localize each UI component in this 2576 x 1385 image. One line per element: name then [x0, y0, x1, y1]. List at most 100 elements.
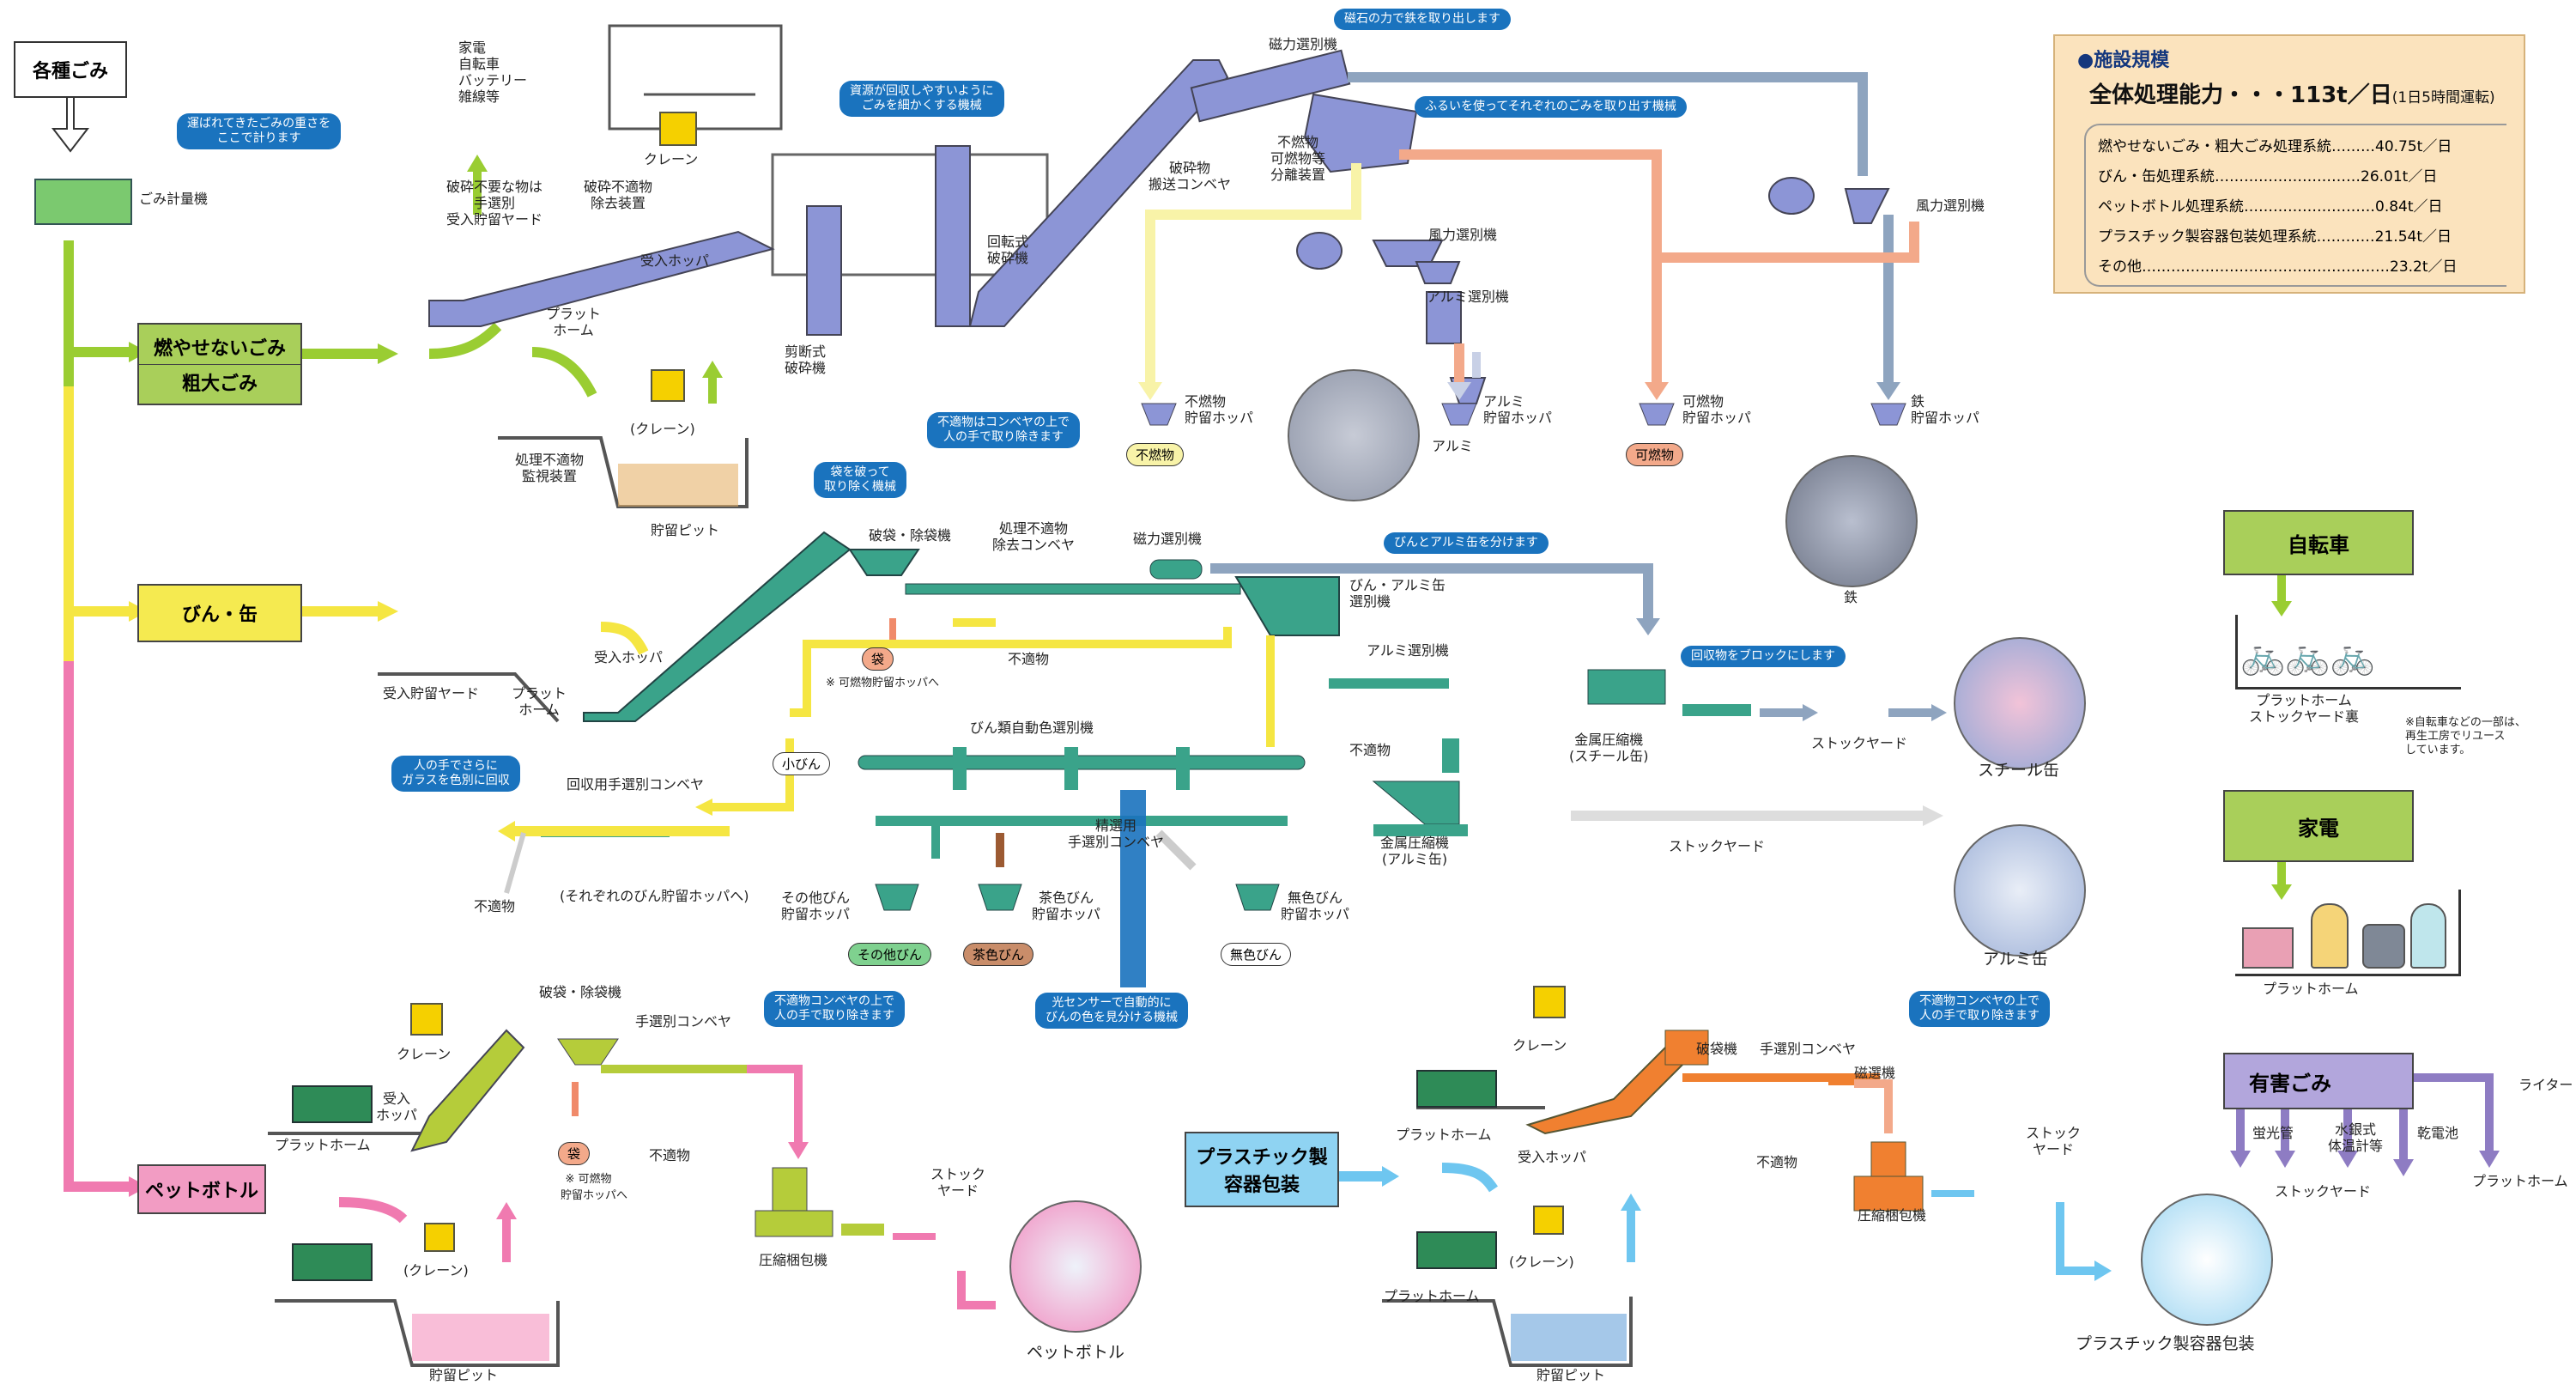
- callout-plastic-unfit: 不適物コンベヤの上で 人の手で取り除きます: [1909, 991, 2050, 1027]
- crane-icon-6: [1533, 1206, 1564, 1235]
- shear-crusher: [806, 205, 842, 336]
- s1-magnet: 磁力選別機: [1269, 36, 1338, 52]
- rotary-crusher: [935, 145, 971, 327]
- spec-heading: ●施設規模: [2077, 50, 2170, 71]
- badge-brown-bottle: 茶色びん: [963, 943, 1034, 966]
- facility-scale-box: ●施設規模 全体処理能力・・・113t／日(1日5時間運転) 燃やせないごみ・粗…: [2053, 34, 2525, 294]
- s3-stock: ストック ヤード: [930, 1166, 986, 1199]
- bicycle-caption: プラットホーム ストックヤード裏: [2249, 692, 2360, 725]
- s3-hopper: 受入 ホッパ: [376, 1090, 418, 1123]
- s4-crane2: (クレーン): [1509, 1254, 1574, 1270]
- spec-capacity-note: (1日5時間運転): [2391, 89, 2495, 106]
- hazardous-title: 有害ごみ: [2249, 1071, 2331, 1096]
- s2-hopper: 受入ホッパ: [594, 649, 664, 665]
- s2-hopper-clear: 無色びん 貯留ホッパ: [1281, 890, 1350, 922]
- category-bottles-cans: びん・缶: [137, 584, 302, 642]
- s2-hand-conveyor: 回収用手選別コンベヤ: [567, 776, 705, 793]
- s1-crane2: (クレーン): [630, 421, 695, 437]
- s2-fine-conveyor: 精選用 手選別コンベヤ: [1068, 817, 1165, 850]
- s1-appliance-list: 家電 自転車 バッテリー 雑線等: [458, 39, 528, 105]
- s2-hopper-brown: 茶色びん 貯留ホッパ: [1032, 890, 1101, 922]
- s1-hopper-nonburn: 不燃物 貯留ホッパ: [1185, 393, 1254, 426]
- hazardous-battery: 乾電池: [2417, 1125, 2459, 1141]
- spec-row: ペットボトル処理系統………………………0.84t／日: [2098, 198, 2443, 216]
- receiving-conveyor: [428, 230, 775, 327]
- s4-press: 圧縮梱包機: [1858, 1207, 1927, 1224]
- callout-weigh: 運ばれてきたごみの重さを ここで計ります: [177, 113, 342, 149]
- callout-hand: 人の手でさらに ガラスを色別に回収: [391, 756, 520, 792]
- photo-steel-can: [1954, 637, 2086, 769]
- s4-hopper: 受入ホッパ: [1518, 1149, 1587, 1165]
- callout-pet-unfit: 不適物コンベヤの上で 人の手で取り除きます: [764, 991, 905, 1027]
- s2-unfit2: 不適物: [1349, 742, 1391, 758]
- spec-row: びん・缶処理系統…………………………26.01t／日: [2098, 168, 2438, 185]
- photo-pet: [1009, 1200, 1142, 1333]
- bicycle-icon: 🚲🚲🚲: [2240, 635, 2375, 677]
- s1-yard: 破砕不要な物は 手選別 受入貯留ヤード: [446, 179, 543, 228]
- green-branch-line: [64, 240, 129, 357]
- callout-magnet: 磁石の力で鉄を取り出します: [1334, 9, 1511, 30]
- category-plastic: プラスチック製 容器包装: [1185, 1132, 1339, 1207]
- magnetic-separator-box: [1190, 49, 1351, 123]
- category-non-burnable: 燃やせないごみ 粗大ごみ: [137, 323, 302, 405]
- badge-clear-bottle: 無色びん: [1221, 943, 1292, 966]
- s2-unfit: 不適物: [1008, 651, 1050, 667]
- s1-hopper-burn: 可燃物 貯留ホッパ: [1682, 393, 1752, 426]
- photo-aluminum-can: [1954, 824, 2086, 957]
- spec-capacity-value: 全体処理能力・・・113t／日: [2089, 82, 2392, 108]
- s2-press-steel: 金属圧縮機 (スチール缶): [1569, 732, 1649, 764]
- s3-bag-machine: 破袋・除袋機: [539, 984, 622, 1000]
- crane-icon: [659, 112, 697, 146]
- s1-photo-iron: 鉄: [1844, 589, 1858, 605]
- truck-icon-4: [1416, 1231, 1497, 1269]
- s1-photo-alu: アルミ: [1432, 438, 1473, 454]
- appliance-title: 家電: [2298, 816, 2339, 841]
- s4-bag-machine: 破袋機: [1696, 1041, 1738, 1057]
- truck-icon-3: [1416, 1070, 1497, 1108]
- yellow-branch-line: [64, 386, 129, 617]
- callout-unfit: 不適物はコンベヤの上で 人の手で取り除きます: [927, 412, 1080, 448]
- s4-magnet: 磁選機: [1854, 1065, 1896, 1081]
- plastic-conveyor: [1525, 1046, 1684, 1135]
- category-pet: ペットボトル: [137, 1164, 266, 1214]
- s4-crane: クレーン: [1512, 1037, 1567, 1054]
- s3-bag: 袋: [558, 1142, 591, 1165]
- s3-bag-note: ※ 可燃物 貯留ホッパへ: [561, 1173, 628, 1202]
- start-down-arrow: [51, 96, 90, 153]
- pink-branch-line: [64, 661, 129, 1192]
- fan-appliance-icon: [2311, 903, 2349, 969]
- s4-hand-conveyor: 手選別コンベヤ: [1760, 1041, 1857, 1057]
- s4-platform2: プラットホーム: [1384, 1288, 1480, 1304]
- callout-crush: 資源が回収しやすいように ごみを細かくする機械: [839, 81, 1004, 117]
- bag-breaker: [848, 549, 920, 576]
- s4-unfit: 不適物: [1756, 1154, 1798, 1170]
- start-label: 各種ごみ: [32, 61, 108, 82]
- hazardous-title-box: 有害ごみ: [2223, 1053, 2414, 1109]
- cat-pet-label: ペットボトル: [144, 1181, 258, 1202]
- s2-unfit3: 不適物: [474, 898, 516, 914]
- s2-yard: 受入貯留ヤード: [383, 685, 480, 702]
- s1-hopper-alu: アルミ 貯留ホッパ: [1483, 393, 1553, 426]
- hazardous-platform: プラットホーム: [2472, 1173, 2568, 1189]
- s1-wind1: 風力選別機: [1428, 227, 1498, 243]
- badge-nonburn: 不燃物: [1126, 443, 1185, 466]
- s2-bag: 袋: [862, 647, 894, 671]
- s1-monitor: 処理不適物 監視装置: [515, 452, 585, 484]
- crane-icon-5: [1533, 986, 1566, 1018]
- fan-icon: [1296, 232, 1343, 270]
- appliance-platform: [2235, 890, 2461, 976]
- microwave-icon: [2242, 927, 2294, 969]
- hazardous-lighter: ライター: [2518, 1077, 2573, 1093]
- pet-conveyor: [410, 1029, 525, 1152]
- s3-unfit: 不適物: [649, 1147, 691, 1163]
- s1-alu-sep: アルミ選別機: [1427, 289, 1509, 305]
- s1-pit: 貯留ピット: [651, 522, 720, 538]
- hazardous-fluor: 蛍光管: [2252, 1125, 2294, 1141]
- s2-bag-note: ※ 可燃物貯留ホッパへ: [826, 677, 940, 689]
- s3-crane2: (クレーン): [403, 1262, 469, 1279]
- s4-pit: 貯留ピット: [1537, 1367, 1606, 1383]
- s2-bag-machine: 破袋・除袋機: [869, 527, 952, 544]
- fan-icon-2: [1768, 177, 1815, 215]
- truck-icon-2: [292, 1243, 373, 1281]
- s3-crane: クレーン: [397, 1046, 452, 1062]
